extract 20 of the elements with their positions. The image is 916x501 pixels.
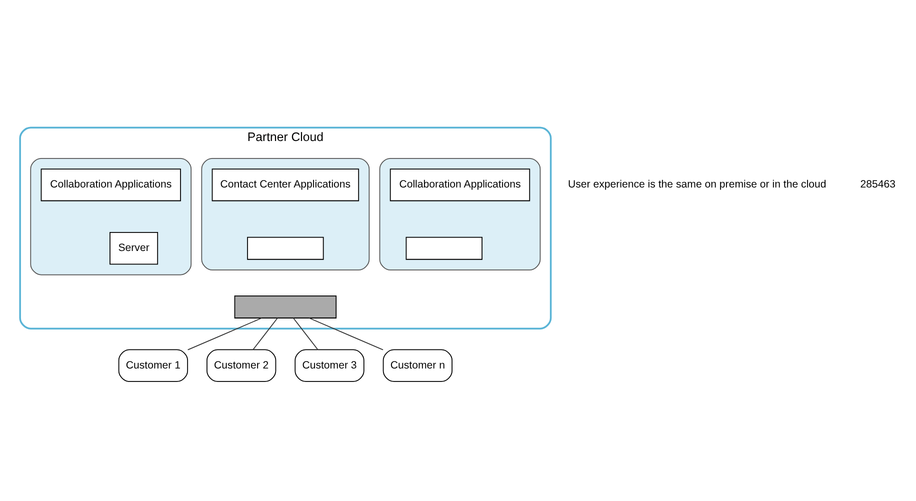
node-box: Collaboration Applications	[390, 168, 530, 201]
cluster	[201, 158, 370, 270]
label: User experience is the same on premise or in the cloud	[568, 178, 826, 190]
node-box	[247, 236, 324, 260]
cluster	[30, 158, 192, 275]
label: 285463	[860, 178, 896, 190]
node-box: Customer 3	[294, 348, 364, 382]
node-box: Collaboration Applications	[40, 168, 181, 201]
node-box: Customer 2	[206, 348, 276, 382]
node-bar	[234, 295, 337, 318]
connector	[292, 317, 318, 350]
node-box	[406, 236, 482, 260]
node-box: Customer n	[382, 348, 452, 382]
node-box: Customer 1	[118, 348, 188, 382]
connector	[252, 317, 278, 350]
connector	[308, 317, 384, 350]
cluster	[379, 158, 541, 270]
node-box: Server	[110, 232, 158, 264]
node-box: Contact Center Applications	[212, 168, 360, 201]
connector	[187, 317, 262, 350]
